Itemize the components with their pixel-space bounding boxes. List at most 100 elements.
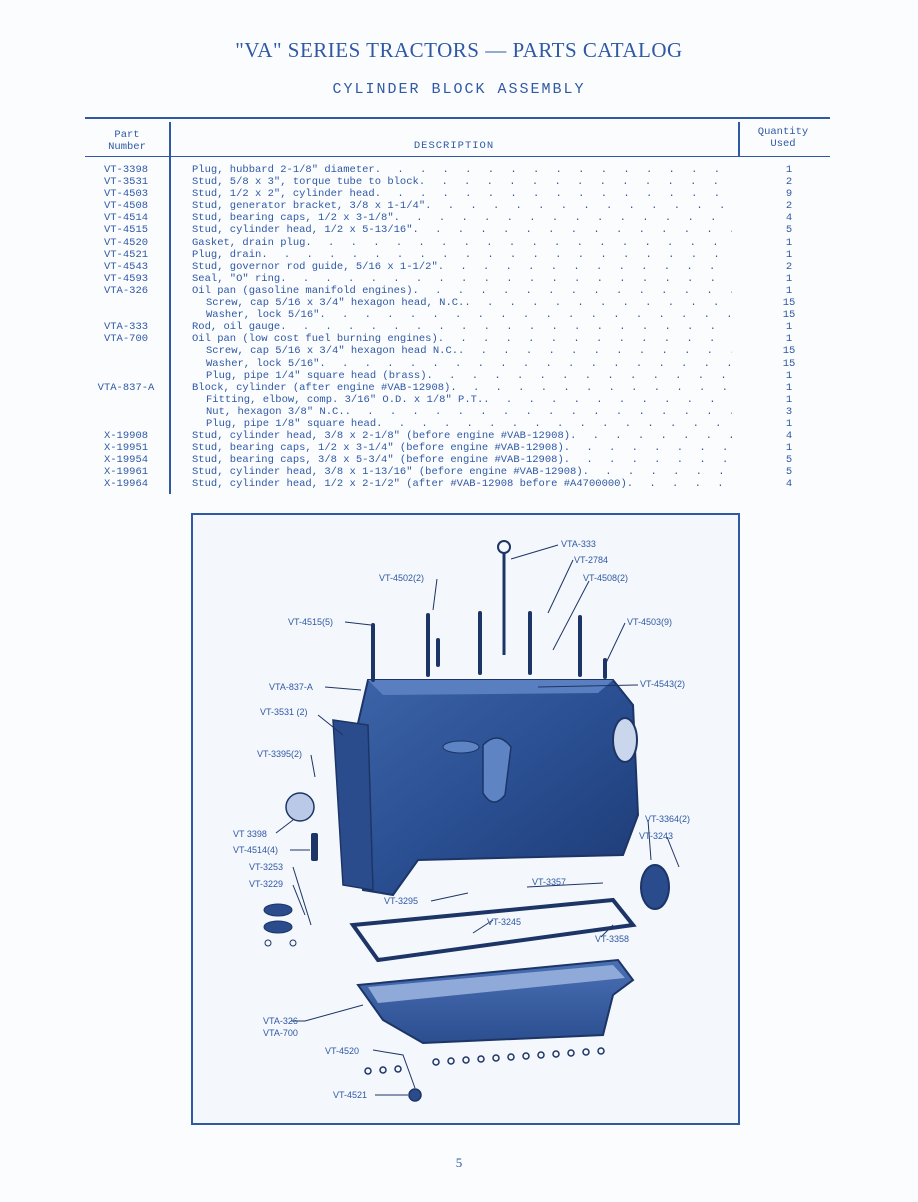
table-row: Screw, cap 5/16 x 3/4" hexagon head N.C.… [192, 345, 732, 357]
description-cell: Washer, lock 5/16" [206, 309, 320, 322]
quantity-cell: 1 [785, 333, 793, 346]
description-cell: Plug, drain [192, 248, 262, 261]
description-cell: Stud, bearing caps, 1/2 x 3-1/8" [192, 212, 394, 225]
part-number-cell [86, 345, 166, 357]
quantity-cell: 2 [785, 260, 793, 273]
table-row: Stud, bearing caps, 1/2 x 3-1/8" . . . .… [192, 212, 732, 224]
quantity-cell: 1 [785, 321, 793, 334]
header-description: DESCRIPTION [413, 140, 495, 152]
dot-leader: . . . . . . . . . . . . . . . . . . . . … [626, 478, 732, 491]
table-top-rule [85, 117, 830, 119]
quantity-cell: 2 [785, 176, 793, 189]
quantity-cell: 15 [782, 345, 796, 358]
dot-leader: . . . . . . . . . . . . . . . . . . . . … [426, 369, 732, 382]
quantity-cell: 1 [785, 417, 793, 430]
quantity-cell: 4 [785, 478, 793, 491]
description-cell: Stud, bearing caps, 1/2 x 3-1/4" (before… [192, 442, 564, 455]
description-cell: Nut, hexagon 3/8" N.C. [206, 405, 345, 418]
description-cell: Stud, 5/8 x 3", torque tube to block [192, 176, 419, 189]
part-number-cell: VTA-326 [103, 284, 149, 297]
table-row: Stud, governor rod guide, 5/16 x 1-1/2" … [192, 261, 732, 273]
quantity-cell: 9 [785, 188, 793, 201]
table-row: Stud, 1/2 x 2", cylinder head . . . . . … [192, 188, 732, 200]
table-row: Screw, cap 5/16 x 3/4" hexagon head, N.C… [192, 297, 732, 309]
description-cell: Fitting, elbow, comp. 3/16" O.D. x 1/8" … [206, 393, 484, 406]
dot-leader: . . . . . . . . . . . . . . . . . . . . … [374, 188, 732, 201]
dot-leader: . . . . . . . . . . . . . . . . . . . . … [280, 272, 732, 285]
part-number-cell: VT-4508 [103, 200, 149, 213]
label-vt-4543: VT-4543(2) [640, 679, 685, 689]
label-vt-4520: VT-4520 [325, 1046, 359, 1056]
description-cell: Stud, cylinder head, 1/2 x 5-13/16" [192, 224, 413, 237]
dot-leader: . . . . . . . . . . . . . . . . . . . . … [344, 405, 732, 418]
table-row: Washer, lock 5/16" . . . . . . . . . . .… [192, 358, 732, 370]
quantity-cell: 15 [782, 357, 796, 370]
part-number-cell [86, 309, 166, 321]
quantity-cell: 15 [782, 297, 796, 310]
dot-leader: . . . . . . . . . . . . . . . . . . . . … [570, 430, 732, 443]
quantity-cell: 1 [785, 393, 793, 406]
label-vt-3253: VT-3253 [249, 862, 283, 872]
label-vt-3395: VT-3395(2) [257, 749, 302, 759]
part-number-cell: VTA-333 [103, 321, 149, 334]
quantity-cell: 1 [785, 248, 793, 261]
dot-leader: . . . . . . . . . . . . . . . . . . . . … [319, 357, 732, 370]
dot-leader: . . . . . . . . . . . . . . . . . . . . … [563, 442, 732, 455]
quantity-cell: 5 [785, 466, 793, 479]
column-divider-left [169, 122, 171, 494]
table-row: Stud, cylinder head, 1/2 x 5-13/16" . . … [192, 224, 732, 236]
dot-leader: . . . . . . . . . . . . . . . . . . . . … [582, 466, 732, 479]
part-number-cell: X-19954 [103, 454, 149, 467]
label-vta-333: VTA-333 [561, 539, 596, 549]
quantity-cell: 1 [785, 164, 793, 176]
part-number-cell [86, 406, 166, 418]
exploded-parts-diagram: VTA-333 VT-2784 VT-4502(2) VT-4508(2) VT… [191, 513, 740, 1125]
page-number: 5 [455, 1155, 463, 1170]
quantity-cell: 1 [785, 236, 793, 249]
oil-pan-gasket-drawing [349, 897, 637, 963]
label-vt-4515: VT-4515(5) [288, 617, 333, 627]
table-row: Oil pan (gasoline manifold engines) . . … [192, 285, 732, 297]
table-row: Plug, hubbard 2-1/8" diameter . . . . . … [192, 164, 732, 176]
description-cell: Washer, lock 5/16" [206, 357, 320, 370]
quantity-cell: 15 [782, 309, 796, 322]
part-number-cell: X-19908 [103, 430, 149, 443]
description-cell: Stud, generator bracket, 3/8 x 1-1/4" [192, 200, 426, 213]
description-cell: Rod, oil gauge [192, 321, 281, 334]
part-number-cell: VT-4503 [103, 188, 149, 201]
table-row: Gasket, drain plug . . . . . . . . . . .… [192, 237, 732, 249]
part-number-cell [86, 418, 166, 430]
dot-leader: . . . . . . . . . . . . . . . . . . . . … [563, 454, 732, 467]
part-number-cell [86, 394, 166, 406]
cover-plate-drawing [640, 864, 670, 910]
oil-pan-drawing [356, 958, 635, 1045]
table-row: Nut, hexagon 3/8" N.C. . . . . . . . . .… [192, 406, 732, 418]
label-vt-3357: VT-3357 [532, 877, 566, 887]
label-vt-3229: VT-3229 [249, 879, 283, 889]
label-vt-2784: VT-2784 [574, 555, 608, 565]
table-row: Oil pan (low cost fuel burning engines) … [192, 333, 732, 345]
table-row: Stud, cylinder head, 3/8 x 1-13/16" (bef… [192, 466, 732, 478]
side-plate-drawing [263, 903, 297, 947]
part-number-cell: X-19951 [103, 442, 149, 455]
label-vt-3364: VT-3364(2) [645, 814, 690, 824]
section-title: CYLINDER BLOCK ASSEMBLY [332, 81, 586, 98]
dot-leader: . . . . . . . . . . . . . . . . . . . . … [305, 236, 732, 249]
part-number-cell: VT-4520 [103, 236, 149, 249]
table-row: Plug, pipe 1/8" square head . . . . . . … [192, 418, 732, 430]
part-number-cell [86, 370, 166, 382]
dot-leader: . . . . . . . . . . . . . . . . . . . . … [437, 260, 732, 273]
dot-leader: . . . . . . . . . . . . . . . . . . . . … [412, 284, 732, 297]
dot-leader: . . . . . . . . . . . . . . . . . . . . … [319, 309, 732, 322]
dot-leader: . . . . . . . . . . . . . . . . . . . . … [261, 248, 732, 261]
table-header-rule [85, 156, 830, 157]
label-vta-837-a: VTA-837-A [269, 682, 313, 692]
table-row: Rod, oil gauge . . . . . . . . . . . . .… [192, 321, 732, 333]
description-cell: Seal, "O" ring [192, 272, 281, 285]
label-vta-700: VTA-700 [263, 1028, 298, 1038]
quantity-cell: 1 [785, 284, 793, 297]
label-vt-3243: VT-3243 [639, 831, 673, 841]
table-row: Stud, generator bracket, 3/8 x 1-1/4" . … [192, 200, 732, 212]
part-number-cell [86, 297, 166, 309]
